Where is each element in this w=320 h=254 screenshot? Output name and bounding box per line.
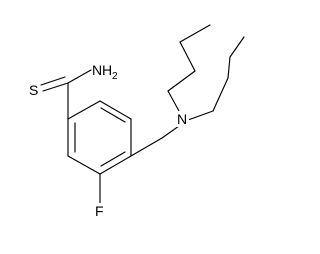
c-c-bond [179,41,196,72]
ring-bond [99,100,132,120]
c-n-bond [67,69,92,84]
amino-nitrogen-symbol: N [92,62,102,78]
sulfur-symbol: S [29,82,38,98]
atom-amino-label: N H 2 [92,62,118,82]
butyl-chain-2 [187,36,245,121]
ring-double-bond [100,107,126,123]
n-c-bond [187,110,214,121]
thioamide-group [40,69,92,120]
ring-bond [67,100,101,120]
c-c-bond [227,56,231,79]
butyl-chain-1 [167,24,211,112]
c-c-bond [179,24,211,43]
c-c-bond [212,77,229,112]
fluorine-symbol: F [95,203,104,219]
n-c-bond [167,90,180,112]
c-s-double-bond [40,76,66,86]
ring-bond [67,155,101,175]
amino-hydrogen-symbol: H [102,62,112,78]
atom-fluoro-label: F [94,203,106,219]
c-s-double-bond [42,82,69,92]
c-n-bond [161,125,180,139]
c-c-bond [229,36,245,58]
c-c-bond [167,70,196,92]
benzene-ring [67,100,132,175]
c-c-bond [130,137,163,157]
chemical-structure-diagram: N H 2 S N F [28,24,245,219]
ring-bond [99,155,132,175]
amine-nitrogen-symbol: N [177,111,187,127]
ring-double-bond [100,151,126,167]
aminomethyl-group [130,125,180,157]
atom-thione-label: S [28,82,40,98]
atom-amine-label: N [175,111,189,127]
amino-hydrogen-count: 2 [112,71,118,82]
